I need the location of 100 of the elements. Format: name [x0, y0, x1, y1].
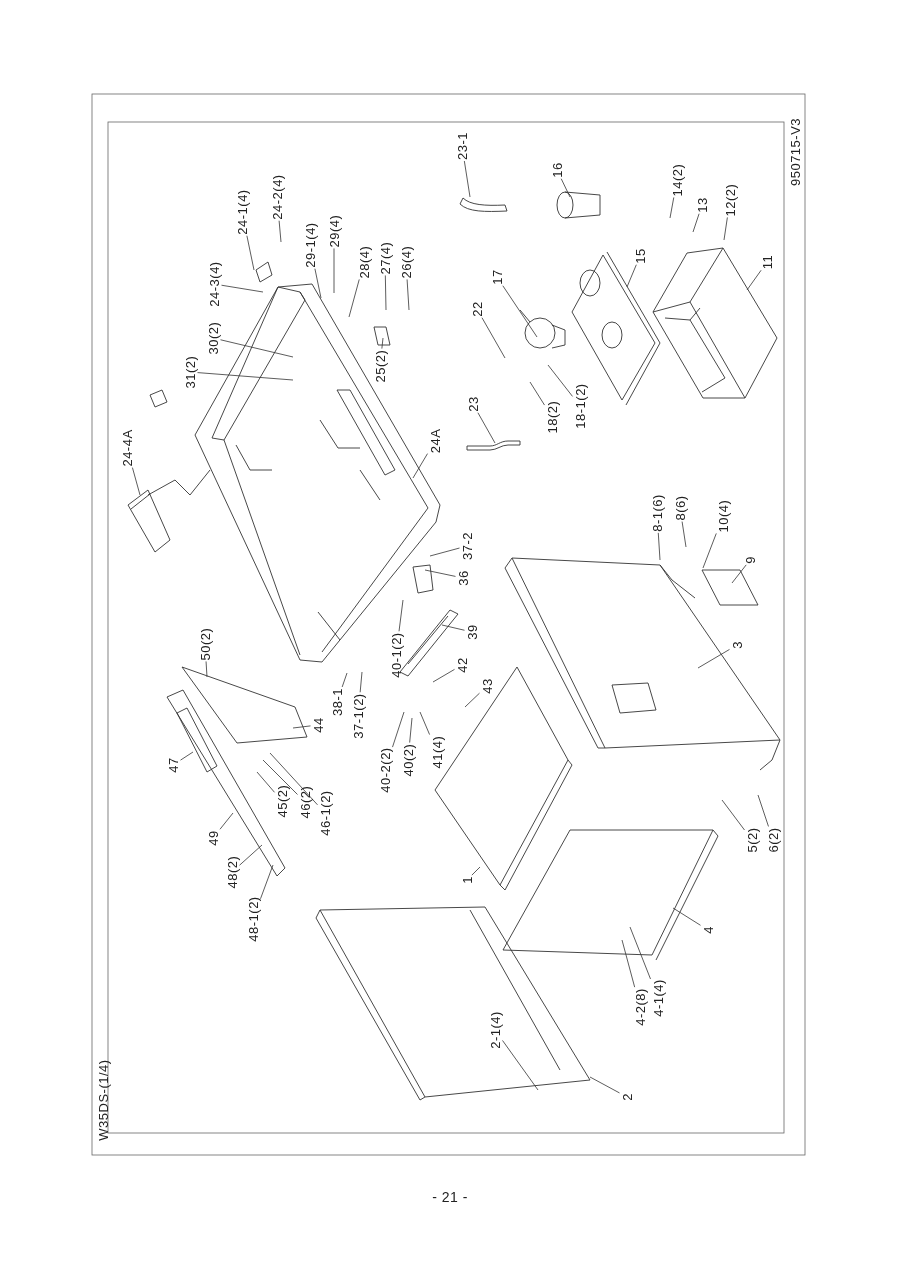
callout-number: 24-4A — [119, 428, 135, 468]
callout-number: 30(2) — [205, 320, 221, 356]
callout-number: 8-1(6) — [649, 493, 665, 533]
callout-number: 29-1(4) — [302, 221, 318, 269]
callout-number: 24-1(4) — [234, 188, 250, 236]
leader-line — [219, 812, 234, 830]
leader-line — [269, 752, 318, 806]
leader-line — [441, 624, 465, 631]
callout-number: 47 — [165, 756, 181, 774]
leader-line — [246, 235, 255, 271]
leader-line — [359, 671, 363, 693]
leader-line — [429, 547, 460, 557]
callout-number: 23-1 — [454, 131, 470, 161]
leader-line — [502, 285, 538, 338]
leader-line — [406, 279, 410, 311]
leader-line — [702, 533, 717, 569]
callout-number: 37-1(2) — [350, 692, 366, 740]
leader-line — [205, 661, 208, 678]
callout-number: 49 — [205, 829, 221, 847]
leader-line — [746, 269, 762, 291]
leader-line — [629, 926, 651, 980]
callout-number: 18(2) — [544, 399, 560, 435]
callout-number: 40-2(2) — [377, 746, 393, 794]
leader-line — [381, 337, 384, 349]
leader-line — [314, 268, 322, 299]
callout-number: 5(2) — [744, 826, 760, 854]
callout-number: 14(2) — [669, 162, 685, 198]
leader-line — [672, 907, 701, 926]
leader-line — [180, 751, 194, 761]
leader-line — [197, 372, 294, 381]
leader-line — [669, 197, 675, 219]
callout-number: 2-1(4) — [487, 1010, 503, 1050]
callout-number: 36 — [455, 569, 471, 587]
callout-number: 15 — [632, 247, 648, 265]
callout-number: 26(4) — [398, 244, 414, 280]
callout-number: 8(6) — [672, 494, 688, 522]
page-number: - 21 - — [431, 1189, 469, 1205]
callout-number: 23 — [465, 395, 481, 413]
leader-line — [502, 1040, 539, 1091]
callout-number: 24A — [427, 427, 443, 455]
callout-number: 3 — [729, 640, 745, 650]
leader-line — [333, 248, 335, 294]
callout-number: 45(2) — [274, 783, 290, 819]
leader-line — [697, 649, 730, 669]
leader-line — [292, 725, 311, 729]
callout-number: 2 — [619, 1092, 635, 1102]
callout-number: 46-1(2) — [317, 789, 333, 837]
callout-number: 48-1(2) — [245, 895, 261, 943]
callout-number: 1 — [459, 875, 475, 885]
callout-number: 27(4) — [377, 240, 393, 276]
callout-number: 24-2(4) — [269, 173, 285, 221]
callout-number: 16 — [549, 161, 565, 179]
leader-line — [721, 799, 745, 831]
leader-line — [239, 844, 263, 866]
callout-number: 38-1 — [329, 687, 345, 717]
callout-number: 25(2) — [372, 348, 388, 384]
leader-line — [409, 717, 413, 743]
leader-line — [621, 939, 636, 988]
leader-line — [657, 532, 661, 561]
leader-line — [262, 759, 298, 795]
callout-number: 43 — [479, 677, 495, 695]
leader-line — [692, 213, 700, 233]
leader-line — [348, 279, 360, 318]
callout-number: 4 — [700, 925, 716, 935]
leader-line — [731, 564, 747, 584]
sheet-number: W35DS-(1/4) — [95, 1058, 111, 1142]
leader-line — [681, 521, 687, 548]
leader-line — [560, 178, 571, 198]
drawing-number: 950715-V3 — [787, 116, 803, 188]
leader-line — [529, 381, 545, 406]
leader-line — [589, 1076, 620, 1094]
callout-number: 50(2) — [197, 626, 213, 662]
callout-number: 44 — [310, 716, 326, 734]
leader-line — [221, 284, 264, 293]
leader-line — [412, 453, 428, 479]
leader-line — [278, 220, 282, 243]
leader-line — [464, 692, 480, 708]
leader-line — [260, 864, 274, 900]
leader-line — [626, 264, 637, 288]
leader-line — [432, 669, 455, 683]
leader-line — [419, 711, 430, 735]
leader-line — [481, 317, 506, 359]
leader-line — [477, 412, 496, 444]
callout-number: 10(4) — [715, 498, 731, 534]
leader-line — [384, 275, 387, 311]
callout-number: 13 — [694, 196, 710, 214]
callout-number: 17 — [489, 268, 505, 286]
leader-line — [757, 794, 769, 827]
callout-number: 37-2 — [459, 531, 475, 561]
callout-number: 12(2) — [722, 182, 738, 218]
leader-line — [463, 160, 471, 198]
leader-line — [547, 364, 573, 397]
callout-number: 24-3(4) — [206, 260, 222, 308]
leader-line — [341, 672, 348, 688]
leader-line — [132, 467, 141, 496]
callout-number: 41(4) — [429, 734, 445, 770]
leader-line — [723, 217, 728, 241]
callout-number: 9 — [742, 555, 758, 565]
callout-number: 11 — [759, 253, 775, 271]
callout-number: 6(2) — [765, 826, 781, 854]
